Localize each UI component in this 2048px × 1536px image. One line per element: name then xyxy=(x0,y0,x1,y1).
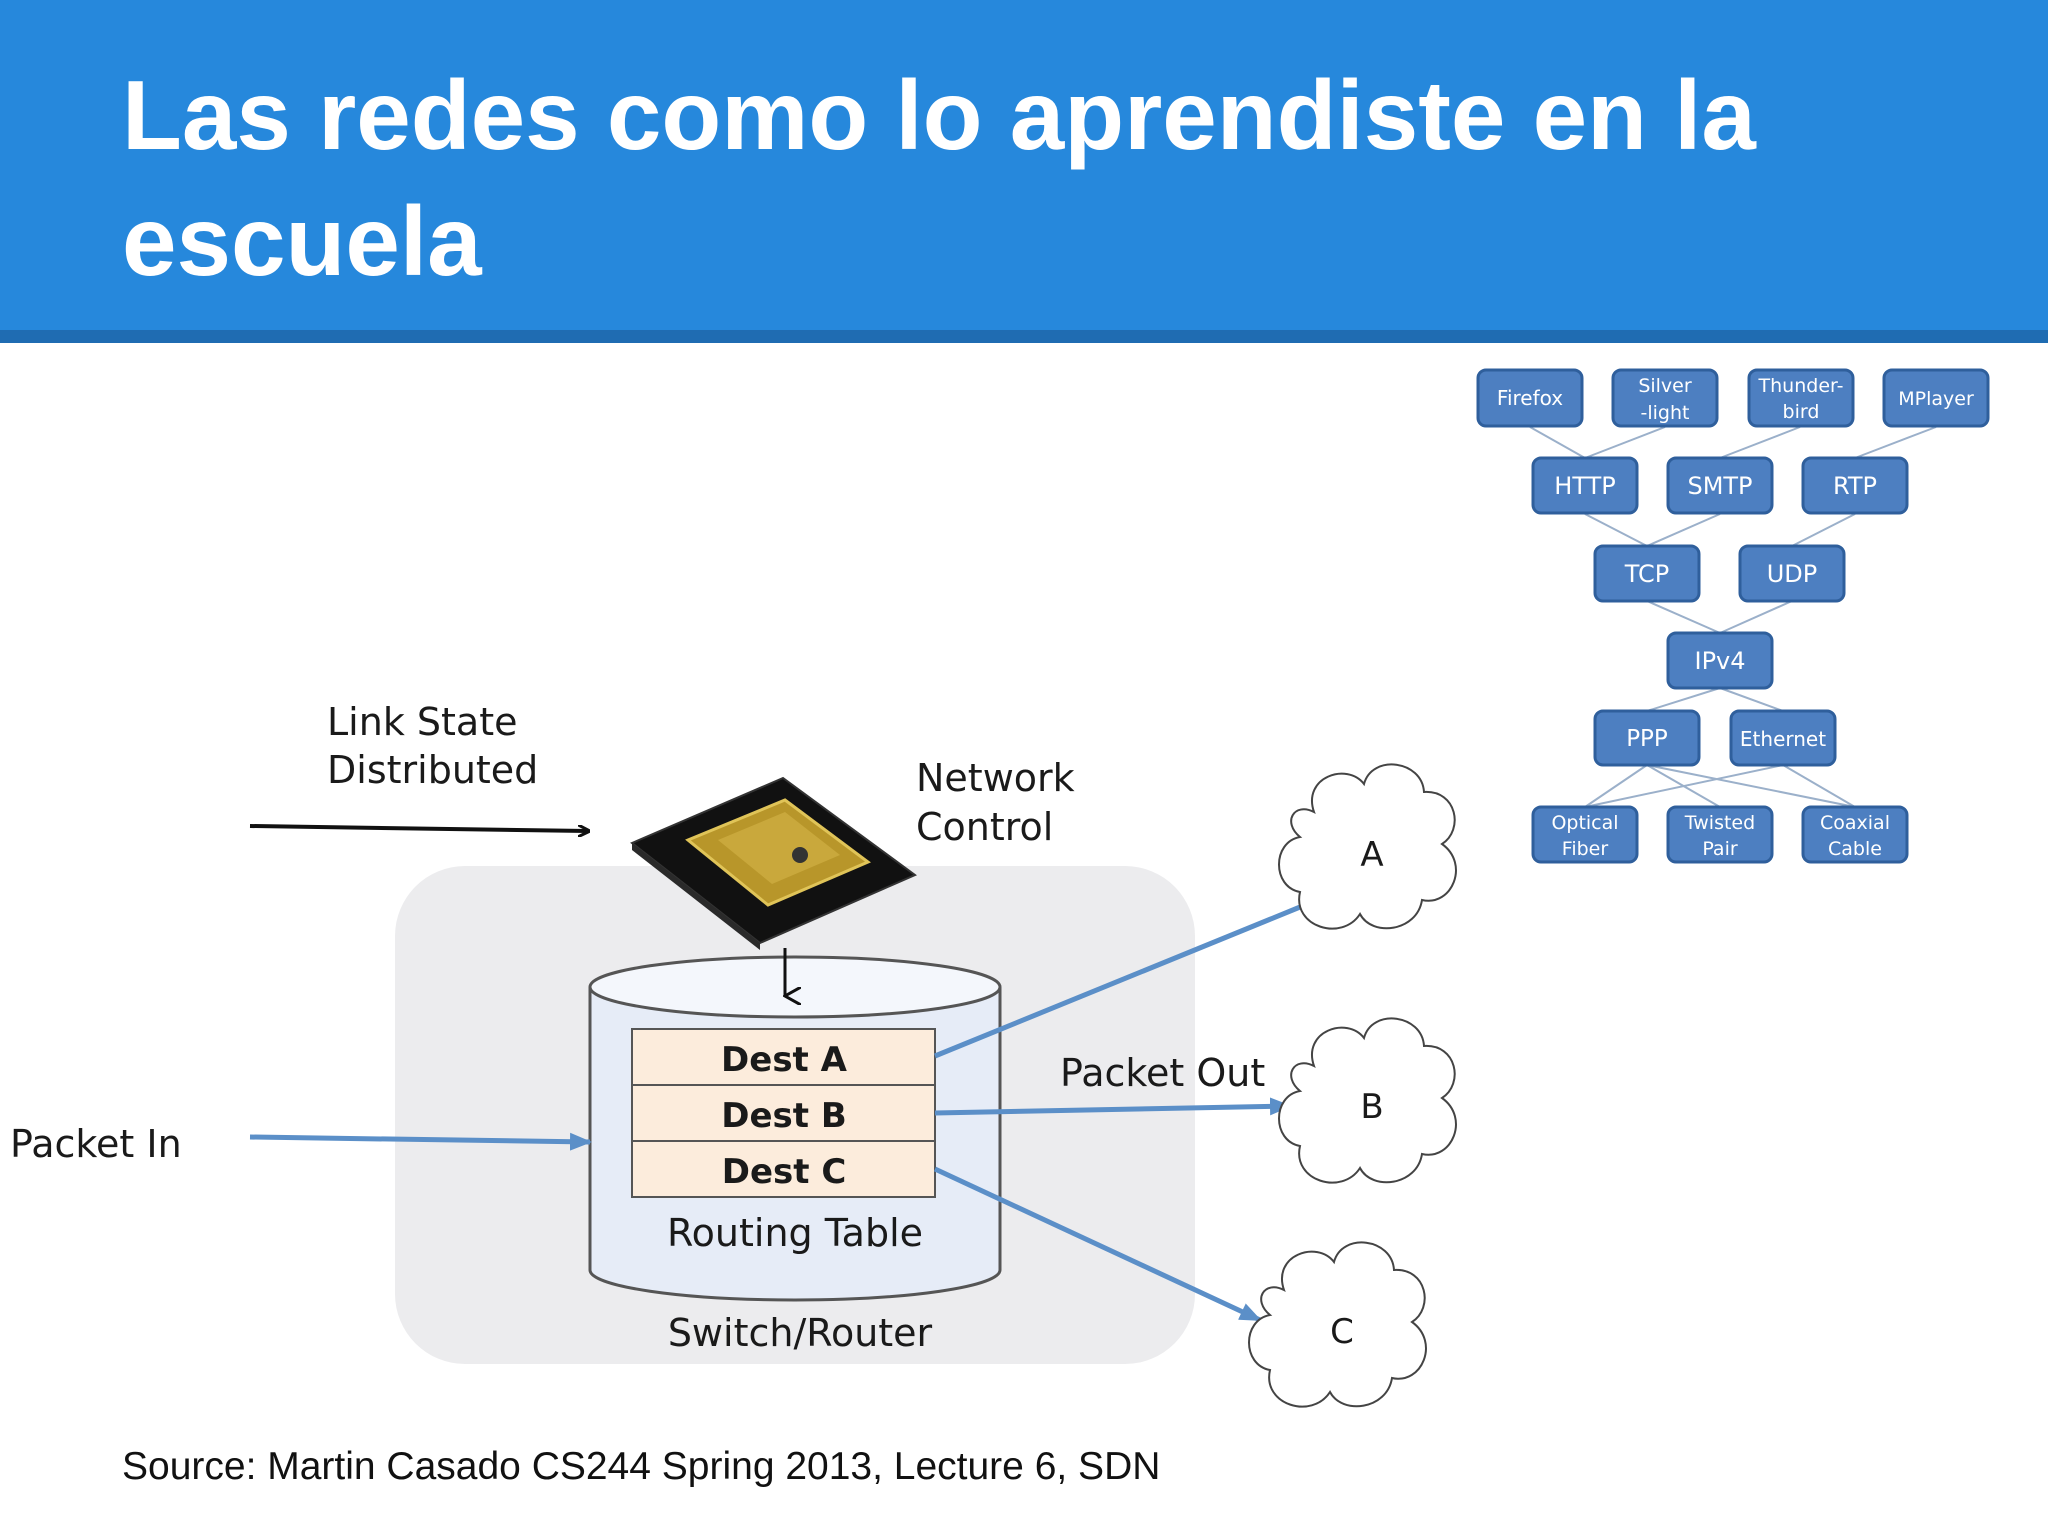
stack-label-optical-2: Fiber xyxy=(1562,838,1609,860)
cloud-a-label: A xyxy=(1360,835,1383,875)
switch-router-label: Switch/Router xyxy=(668,1311,933,1355)
stack-box-udp xyxy=(1738,544,1846,603)
stack-label-tcp: TCP xyxy=(1624,560,1669,588)
routing-row-dest-a: Dest A xyxy=(721,1040,848,1080)
packet-out-arrow-a xyxy=(934,902,1306,1059)
network-control-label-line2: Control xyxy=(916,805,1053,849)
routing-rows: Dest A Dest B Dest C xyxy=(631,1028,936,1198)
stack-label-thunderbird-2: bird xyxy=(1783,401,1820,423)
stack-box-http xyxy=(1531,456,1639,515)
packet-out-arrow-b xyxy=(934,1097,1292,1116)
stack-box-silverlight xyxy=(1611,368,1719,428)
cloud-c-icon xyxy=(1248,1241,1427,1408)
stack-box-mplayer xyxy=(1882,368,1990,428)
stack-label-coaxial-1: Coaxial xyxy=(1820,812,1890,834)
stack-label-optical-1: Optical xyxy=(1551,812,1618,834)
network-control-chip-icon xyxy=(630,776,917,950)
link-state-arrow xyxy=(249,824,588,831)
cloud-b-label: B xyxy=(1360,1087,1383,1127)
stack-box-twisted-pair xyxy=(1666,805,1774,864)
stack-label-ppp: PPP xyxy=(1626,726,1668,752)
routing-row-dest-b: Dest B xyxy=(721,1096,847,1136)
packet-out-label: Packet Out xyxy=(1060,1051,1265,1095)
stack-label-firefox: Firefox xyxy=(1497,386,1563,410)
routing-table-label: Routing Table xyxy=(667,1211,923,1255)
stack-label-smtp: SMTP xyxy=(1687,472,1752,500)
stack-box-firefox xyxy=(1476,368,1584,428)
cloud-c-label: C xyxy=(1330,1312,1354,1352)
stack-box-thunderbird xyxy=(1747,368,1855,428)
stack-box-rtp xyxy=(1801,456,1909,515)
stack-label-mplayer: MPlayer xyxy=(1898,388,1974,410)
stack-label-http: HTTP xyxy=(1554,472,1615,500)
stack-label-coaxial-2: Cable xyxy=(1828,838,1882,860)
stack-label-rtp: RTP xyxy=(1833,472,1877,500)
stack-box-tcp xyxy=(1593,544,1701,603)
stack-label-udp: UDP xyxy=(1767,560,1818,588)
stack-label-thunderbird-1: Thunder- xyxy=(1758,375,1844,397)
stack-label-twisted-2: Pair xyxy=(1702,838,1738,860)
stack-label-silverlight-2: -light xyxy=(1641,402,1690,424)
stack-box-ppp xyxy=(1593,709,1701,767)
stack-box-coaxial-cable xyxy=(1801,805,1909,864)
slide-header: Las redes como lo aprendiste en la escue… xyxy=(0,0,2048,343)
stack-label-ipv4: IPv4 xyxy=(1694,647,1745,675)
stack-box-smtp xyxy=(1666,456,1774,515)
stack-box-ethernet xyxy=(1729,709,1837,767)
stack-box-optical-fiber xyxy=(1531,805,1639,864)
source-citation: Source: Martin Casado CS244 Spring 2013,… xyxy=(122,1445,1161,1488)
slide-title: Las redes como lo aprendiste en la escue… xyxy=(122,60,1756,296)
packet-in-label: Packet In xyxy=(10,1122,182,1166)
link-state-label-line1: Link State xyxy=(327,700,517,744)
packet-out-arrow-c xyxy=(933,1166,1262,1323)
stack-label-twisted-1: Twisted xyxy=(1684,812,1755,834)
stack-label-ethernet: Ethernet xyxy=(1740,727,1826,751)
routing-row-dest-c: Dest C xyxy=(722,1152,847,1192)
network-control-label-line1: Network xyxy=(916,756,1075,800)
cloud-b-icon xyxy=(1278,1017,1457,1184)
stack-box-ipv4 xyxy=(1666,631,1774,690)
cloud-a-icon xyxy=(1278,763,1457,930)
link-state-label-line2: Distributed xyxy=(327,748,538,792)
packet-in-arrow xyxy=(249,1132,592,1151)
stack-label-silverlight-1: Silver xyxy=(1638,375,1692,397)
protocol-stack-connectors xyxy=(1529,426,1937,808)
